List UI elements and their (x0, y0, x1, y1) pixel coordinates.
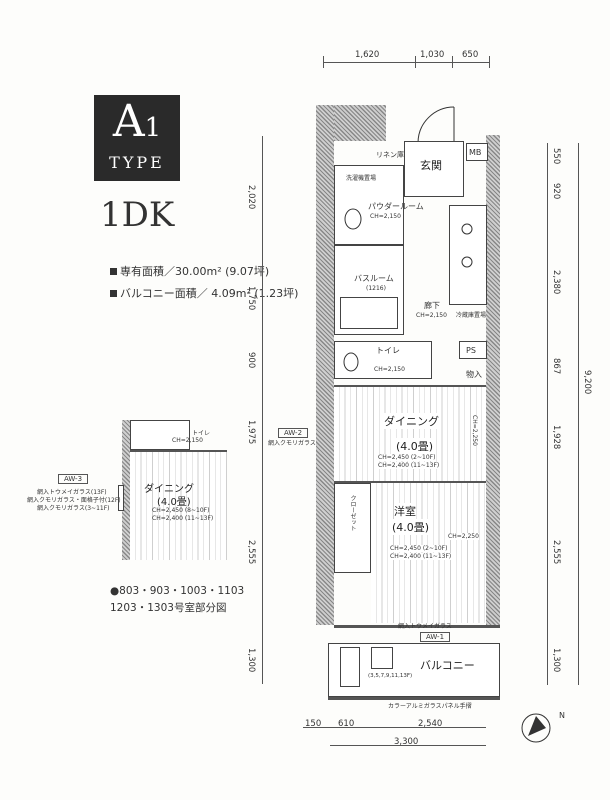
powder-ch: CH=2,150 (370, 213, 401, 220)
dining-ch2: CH=2,400 (11~13F) (378, 462, 440, 469)
dim-left-2: 900 (246, 352, 256, 369)
dim-right-1: 920 (551, 183, 561, 200)
partial-note-line2: 1203・1303号室部分図 (110, 602, 227, 614)
dim-right-2: 2,380 (551, 270, 561, 295)
balcony-label: バルコニー (420, 659, 475, 672)
bath-label: バスルーム (354, 274, 394, 283)
dim-left-1: 1,750 (246, 286, 256, 311)
north-arrow-icon (521, 713, 551, 743)
dim-left-3: 1,975 (246, 420, 256, 445)
dim-right-0: 550 (551, 148, 561, 165)
aw3-desc3: 網入クモリガラス(3~11F) (37, 505, 110, 512)
dim-bottom-1: 610 (338, 719, 355, 729)
dim-right-total: 9,200 (582, 370, 592, 395)
western-ch3: CH=2,250 (448, 533, 479, 540)
floor-plan: MB リネン庫 玄関 洗濯機置場 パウダールーム CH=2,150 バスルーム … (316, 105, 501, 705)
bullet-square-icon (110, 268, 117, 275)
washbasin-icon (344, 208, 362, 230)
right-wall (486, 135, 500, 625)
type-badge: A1 TYPE (94, 95, 180, 181)
exclusive-area: 専有面積／30.00m² (9.07坪) (110, 263, 269, 279)
aw1-desc: 網入トウメイガラス (398, 623, 452, 630)
dim-top-1: 1,030 (420, 50, 445, 60)
dim-left-5: 1,300 (246, 648, 256, 673)
dim-bottom-2: 2,540 (418, 719, 443, 729)
partial-ch2: CH=2,400 (11~13F) (152, 515, 214, 522)
type-letter: A1 (112, 96, 162, 147)
aw2-tag: AW-2 (278, 428, 309, 438)
partial-dining-label: ダイニング (144, 484, 194, 495)
aw3-desc1: 網入トウメイガラス(13F) (37, 489, 107, 496)
aw3-tag: AW-3 (58, 474, 89, 484)
dining-size: (4.0畳) (396, 438, 434, 454)
stove-icon (461, 223, 473, 268)
western-size: (4.0畳) (392, 519, 430, 535)
dim-bottom-0: 150 (305, 719, 322, 729)
partial-plan: トイレ CH=2,150 ダイニング (4.0畳) CH=2,450 (8~10… (112, 420, 227, 560)
dim-right-5: 2,555 (551, 540, 561, 565)
entrance-label: 玄関 (420, 159, 442, 172)
closet-label: クローゼット (349, 495, 356, 531)
type-word: TYPE (109, 153, 165, 172)
dim-top-0: 1,620 (355, 50, 380, 60)
hall-label: 廊下 (424, 301, 440, 310)
left-wall (316, 105, 334, 625)
western-label: 洋室 (394, 503, 416, 519)
balcony-area: バルコニー面積／ 4.09m² (1.23坪) (110, 285, 298, 301)
aw1-tag: AW-1 (420, 632, 451, 642)
dim-right-3: 867 (551, 358, 561, 375)
dim-left-4: 2,555 (246, 540, 256, 565)
entrance-door-icon (417, 106, 455, 144)
toilet-label: トイレ (376, 346, 400, 355)
bullet-square-icon (110, 290, 117, 297)
linen-label: リネン庫 (376, 151, 404, 159)
partial-note-line1: ●803・903・1003・1103 (110, 585, 245, 597)
railing-label: カラーアルミガラスパネル手摺 (388, 703, 472, 710)
mb-label: MB (469, 148, 482, 157)
partial-toilet-label: トイレ (192, 430, 211, 437)
dim-right-6: 1,300 (551, 648, 561, 673)
washer-label: 洗濯機置場 (346, 175, 377, 182)
partial-ch1: CH=2,450 (8~10F) (152, 507, 210, 514)
dining-ch1: CH=2,450 (2~10F) (378, 454, 436, 461)
toilet-ch: CH=2,150 (374, 366, 405, 373)
dim-left-0: 2,020 (246, 185, 256, 210)
bath-size: (1216) (366, 285, 386, 292)
aw2-desc: 網入クモリガラス (268, 440, 316, 447)
balcony-vent-icon (340, 647, 360, 687)
top-wall (334, 105, 386, 141)
layout-name: 1DK (100, 195, 175, 235)
partial-toilet-ch: CH=2,150 (172, 437, 203, 444)
partial-dining-size: (4.0畳) (157, 497, 191, 508)
hall-ch: CH=2,150 (416, 312, 447, 319)
toilet-icon (343, 352, 359, 372)
balcony-note: (3,5,7,9,11,13F) (368, 673, 413, 679)
dim-bottom-total: 3,300 (394, 737, 419, 747)
dim-top-2: 650 (462, 50, 479, 60)
powder-label: パウダールーム (368, 202, 424, 211)
dining-label: ダイニング (384, 413, 439, 429)
fridge-label: 冷蔵庫置場 (456, 312, 487, 319)
dim-right-4: 1,928 (551, 425, 561, 450)
aw3-desc2: 網入クモリガラス・面格子付(12F) (27, 497, 121, 504)
ps-label: PS (466, 346, 476, 355)
balcony-unit-icon (371, 647, 393, 669)
western-ch2: CH=2,400 (11~13F) (390, 553, 452, 560)
partial-note: ●803・903・1003・1103 1203・1303号室部分図 (110, 583, 244, 617)
western-ch1: CH=2,450 (2~10F) (390, 545, 448, 552)
north-label: N (559, 711, 565, 720)
dining-ch3: CH=2,250 (471, 415, 478, 446)
storage-label: 物入 (466, 370, 482, 379)
